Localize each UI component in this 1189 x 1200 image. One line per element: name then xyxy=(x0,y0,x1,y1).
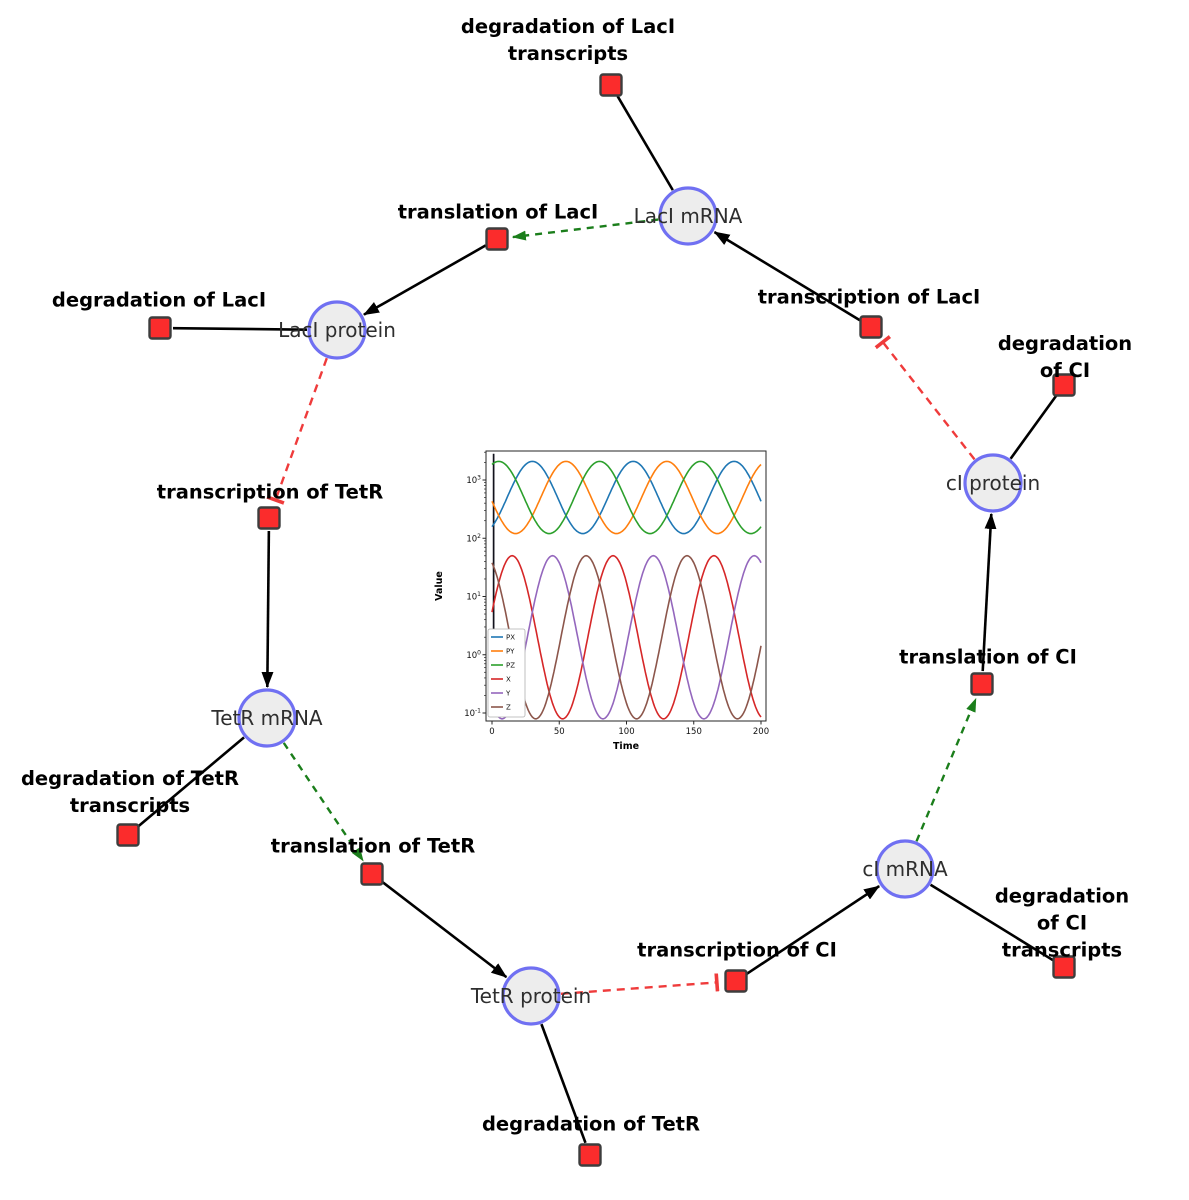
reaction-node-degradation_of_TetR_transcripts[interactable] xyxy=(116,823,140,847)
edge-inhibition-TetR_protein-to-transcription_of_CI xyxy=(560,973,720,996)
plot-frame xyxy=(485,450,767,722)
x-tick-label: 200 xyxy=(753,727,769,737)
edge-production-translation_of_TetR-to-TetR_protein xyxy=(381,880,508,979)
reaction-node-degradation_of_CI_transcripts[interactable] xyxy=(1052,955,1076,979)
reaction-node-translation_of_CI[interactable] xyxy=(970,672,994,696)
edge-consumption-TetR_protein-to-degradation_of_TetR xyxy=(540,1023,587,1144)
legend-label-Y: Y xyxy=(505,690,511,698)
edge-consumption-cI_protein-to-degradation_of_CI xyxy=(1009,394,1058,460)
edge-production-translation_of_CI-to-cI_protein xyxy=(981,512,997,672)
x-tick-label: 100 xyxy=(618,727,634,737)
edge-modifier-LacI_mRNA-to-translation_of_LacI xyxy=(511,218,659,241)
edge-modifier-TetR_mRNA-to-translation_of_TetR xyxy=(282,742,365,862)
legend-label-Z: Z xyxy=(506,704,511,712)
series-curve-PZ xyxy=(491,460,762,535)
y-tick-label: 103 xyxy=(466,475,481,487)
y-tick-label: 10-1 xyxy=(464,708,481,720)
y-tick-label: 100 xyxy=(466,649,481,661)
edge-production-transcription_of_TetR-to-TetR_mRNA xyxy=(261,530,274,689)
reaction-node-degradation_of_CI[interactable] xyxy=(1052,373,1076,397)
x-tick-label: 150 xyxy=(686,727,702,737)
series-curve-X xyxy=(491,554,762,720)
series-curve-Y xyxy=(491,554,762,720)
edge-production-translation_of_LacI-to-LacI_protein xyxy=(363,244,487,316)
edge-modifier-cI_mRNA-to-translation_of_CI xyxy=(915,697,977,842)
species-node-LacI_protein[interactable] xyxy=(307,300,367,360)
reaction-node-degradation_of_LacI[interactable] xyxy=(148,316,172,340)
reaction-node-translation_of_TetR[interactable] xyxy=(360,862,384,886)
species-node-cI_protein[interactable] xyxy=(963,453,1023,513)
nodes-group xyxy=(116,73,1076,1167)
reaction-node-degradation_of_TetR[interactable] xyxy=(578,1143,602,1167)
series-curve-PX xyxy=(491,460,762,535)
legend-label-PX: PX xyxy=(506,634,515,642)
edge-consumption-LacI_mRNA-to-degradation_of_LacI_transcripts xyxy=(616,95,674,191)
x-tick-label: 50 xyxy=(554,727,565,737)
legend-label-PY: PY xyxy=(506,648,515,656)
legend-label-X: X xyxy=(506,676,511,684)
y-tick-label: 101 xyxy=(466,591,481,603)
series-curve-Z xyxy=(491,554,762,720)
species-node-TetR_mRNA[interactable] xyxy=(237,688,297,748)
edge-consumption-LacI_protein-to-degradation_of_LacI xyxy=(172,326,308,331)
x-axis-title: Time xyxy=(613,741,639,752)
reaction-node-transcription_of_CI[interactable] xyxy=(724,969,748,993)
edge-inhibition-LacI_protein-to-transcription_of_TetR xyxy=(266,357,328,505)
edge-inhibition-cI_protein-to-transcription_of_LacI xyxy=(874,335,976,461)
edge-consumption-TetR_mRNA-to-degradation_of_TetR_transcripts xyxy=(137,736,245,828)
edge-production-transcription_of_CI-to-cI_mRNA xyxy=(746,885,880,975)
reaction-node-degradation_of_LacI_transcripts[interactable] xyxy=(599,73,623,97)
reaction-node-transcription_of_LacI[interactable] xyxy=(859,315,883,339)
edge-production-transcription_of_LacI-to-LacI_mRNA xyxy=(713,230,861,322)
species-node-LacI_mRNA[interactable] xyxy=(658,186,718,246)
species-node-cI_mRNA[interactable] xyxy=(875,839,935,899)
y-axis-title: Value xyxy=(434,571,445,601)
species-node-TetR_protein[interactable] xyxy=(501,966,561,1026)
reaction-node-transcription_of_TetR[interactable] xyxy=(257,506,281,530)
edge-consumption-cI_mRNA-to-degradation_of_CI_transcripts xyxy=(929,883,1054,962)
y-tick-label: 102 xyxy=(466,533,481,545)
series-curve-PY xyxy=(491,460,762,535)
legend-label-PZ: PZ xyxy=(506,662,515,670)
x-tick-label: 0 xyxy=(489,727,494,737)
edges-group xyxy=(137,95,1058,1144)
reaction-node-translation_of_LacI[interactable] xyxy=(485,227,509,251)
